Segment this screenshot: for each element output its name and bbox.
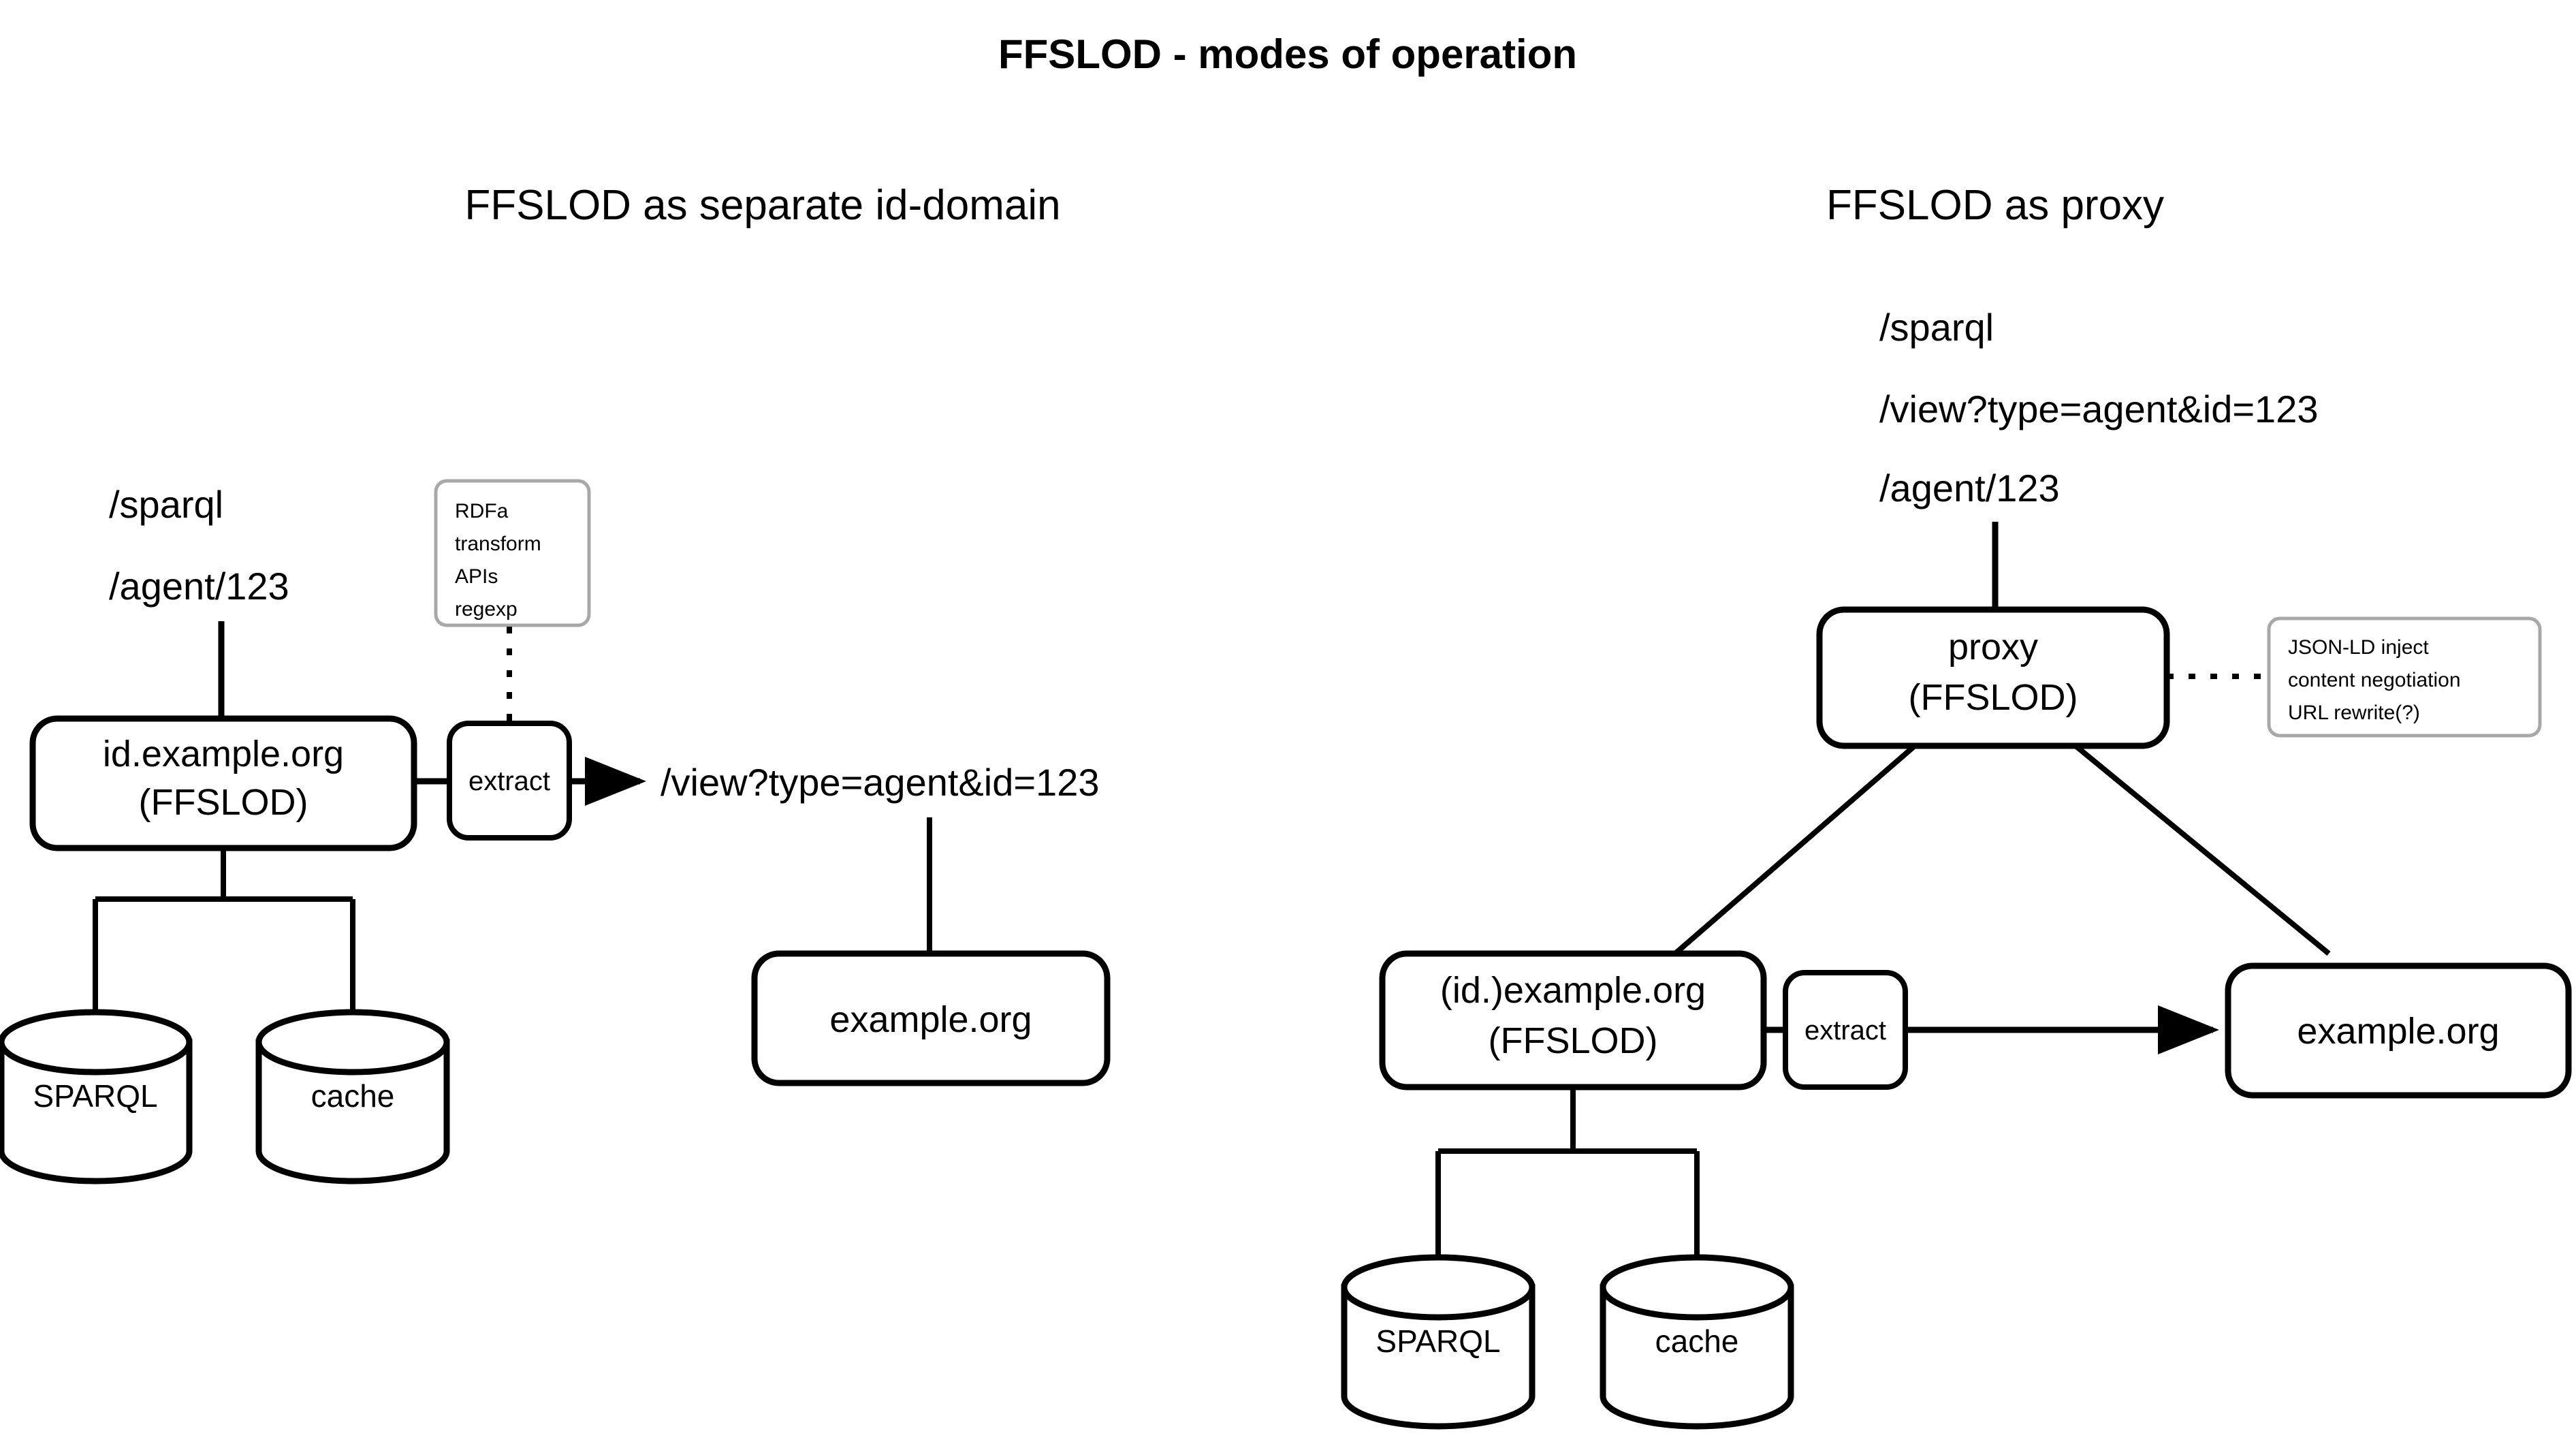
extract-label-right: extract bbox=[1804, 1016, 1886, 1046]
url-label-left-0: /sparql bbox=[109, 483, 223, 526]
section-heading-left: FFSLOD as separate id-domain bbox=[464, 182, 1060, 229]
note-box-left bbox=[434, 479, 591, 627]
node-id-example-org-line2: (FFSLOD) bbox=[139, 782, 308, 823]
url-label-right-2: /agent/123 bbox=[1879, 467, 2060, 509]
url-label-right-0: /sparql bbox=[1879, 306, 1994, 349]
cylinder-cache-left bbox=[255, 1009, 450, 1184]
cylinder-cache-right-label: cache bbox=[1655, 1323, 1739, 1359]
url-label-left-1: /agent/123 bbox=[109, 565, 289, 608]
node-proxy-line2: (FFSLOD) bbox=[1909, 677, 2078, 718]
url-label-right-1: /view?type=agent&id=123 bbox=[1879, 388, 2319, 430]
edge-proxy-to-exampleorg bbox=[2073, 743, 2331, 956]
node-id-example-org-line1: id.example.org bbox=[103, 734, 344, 774]
section-heading-right: FFSLOD as proxy bbox=[1826, 182, 2164, 229]
node-id-example-org-right-line2: (FFSLOD) bbox=[1489, 1020, 1658, 1061]
note-line-right-2: URL rewrite(?) bbox=[2288, 702, 2420, 724]
note-line-left-2: APIs bbox=[455, 565, 498, 588]
note-line-left-3: regexp bbox=[455, 598, 518, 621]
node-example-org-left-label: example.org bbox=[829, 999, 1032, 1040]
note-line-left-1: transform bbox=[455, 533, 541, 555]
node-id-example-org-right-line1: (id.)example.org bbox=[1440, 970, 1706, 1011]
cylinder-sparql-right bbox=[1341, 1254, 1536, 1430]
cylinder-sparql-right-label: SPARQL bbox=[1376, 1323, 1500, 1359]
node-example-org-left bbox=[751, 950, 1111, 1086]
node-example-org-right-label: example.org bbox=[2297, 1011, 2499, 1052]
note-line-right-0: JSON-LD inject bbox=[2288, 636, 2429, 659]
note-line-right-1: content negotiation bbox=[2288, 669, 2461, 691]
cylinder-sparql-left-label: SPARQL bbox=[33, 1078, 157, 1114]
node-example-org-right bbox=[2225, 962, 2572, 1099]
extract-label-left: extract bbox=[468, 766, 550, 796]
note-line-left-0: RDFa bbox=[455, 500, 509, 522]
note-box-right bbox=[2267, 616, 2542, 738]
page-title: FFSLOD - modes of operation bbox=[998, 31, 1577, 77]
node-proxy-line1: proxy bbox=[1948, 627, 2038, 668]
cylinder-cache-left-label: cache bbox=[311, 1078, 395, 1114]
cylinder-cache-right bbox=[1600, 1254, 1794, 1430]
cylinder-sparql-left bbox=[0, 1009, 193, 1184]
edge-proxy-to-idexample bbox=[1673, 743, 1917, 956]
output-url-left: /view?type=agent&id=123 bbox=[661, 761, 1100, 804]
